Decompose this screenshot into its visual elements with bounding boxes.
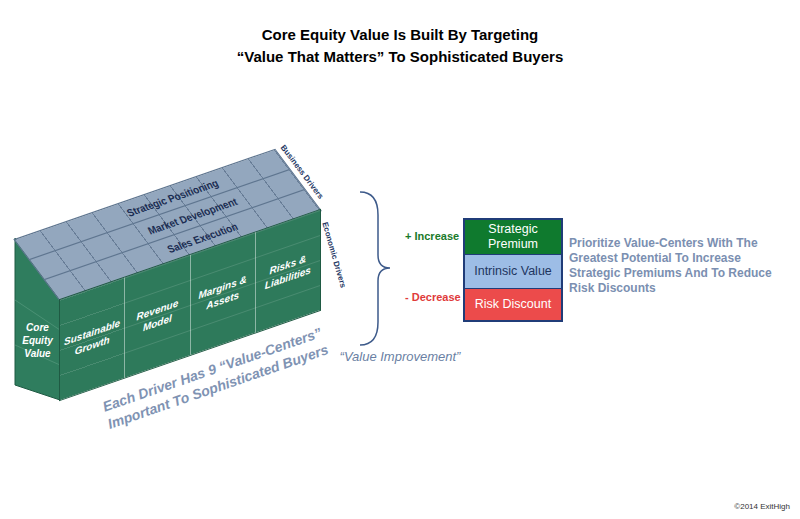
node-text: Intrinsic Value [474,264,552,279]
node-text: Margins & Assets [194,271,252,317]
economic-panel: Margins & Assets [190,233,255,356]
core-equity-face: Core Equity Value [16,300,59,380]
value-stack: Strategic PremiumIntrinsic ValueRisk Dis… [463,218,563,322]
increase-label: + Increase [405,230,459,242]
bracket [360,192,390,345]
node-text: Core Equity Value [18,321,57,360]
axis-label: Economic Drivers [320,221,347,289]
economic-panel: Sustainable Growth [60,278,124,400]
copyright: ©2014 ExitHigh [734,502,790,511]
node-text: Risk Discount [475,297,551,312]
diagram-title: Core Equity Value Is Built By Targeting … [190,24,610,68]
premium-box: Strategic Premium [465,220,561,254]
node-text: Sustainable Growth [63,316,121,362]
economic-panel: Revenue Model [124,255,189,378]
priority-note: Prioritize Value-Centers With The Greate… [569,236,774,296]
improvement-label: “Value Improvement” [340,349,461,364]
node-text: Strategic Premium [469,222,557,252]
economic-panel: Risks & Liabilities [255,210,320,333]
node-text: Risks & Liabilities [259,248,317,294]
intrinsic-box: Intrinsic Value [465,254,561,288]
decrease-label: - Decrease [405,291,461,303]
node-text: Revenue Model [128,293,186,339]
discount-box: Risk Discount [465,288,561,320]
